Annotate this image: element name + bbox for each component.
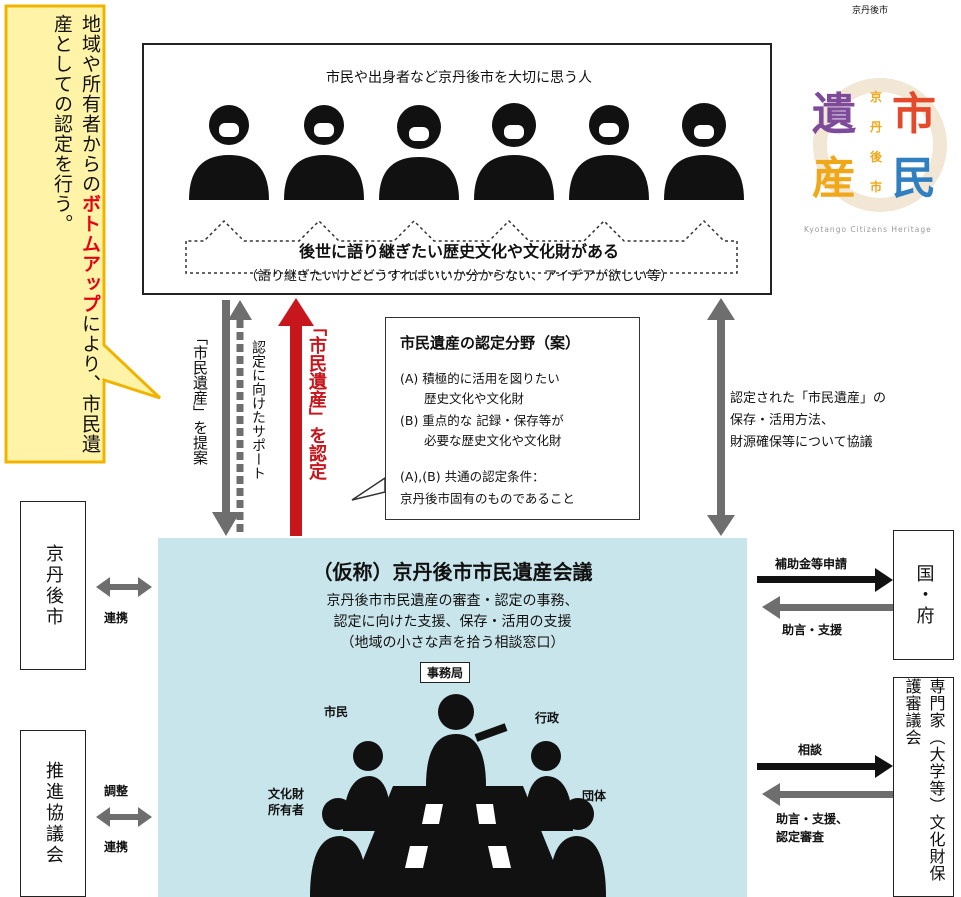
- council-desc-2: 認定に向けた支援、保存・活用の支援: [333, 614, 572, 630]
- expert-in-arrow: [762, 783, 893, 806]
- nation-prefecture-box: 国・府: [893, 530, 954, 660]
- callout-shape: [4, 4, 162, 464]
- secretariat-label: 事務局: [420, 662, 471, 683]
- heritage-council-panel: （仮称）京丹後市市民遺産会議 京丹後市市民遺産の審査・認定の事務、 認定に向けた…: [158, 538, 747, 897]
- callout-text: 地域や所有者からのボトムアップにより、市民遺産としての認定を行う。: [51, 14, 101, 454]
- gov-out-label: 補助金等申請: [775, 557, 848, 571]
- bubble-main-text: 後世に語り継ぎたい歴史文化や文化財がある: [298, 242, 619, 261]
- meeting-illustration: [310, 694, 606, 897]
- recognition-fields-box: 市民遺産の認定分野（案） (A) 積極的に活用を図りたい 歴史文化や文化財 (B…: [385, 317, 640, 520]
- field-a-line2: 歴史文化や文化財: [424, 391, 525, 406]
- consult-double-arrow: [707, 298, 735, 536]
- kyotango-city-box: 京丹後市: [20, 501, 86, 670]
- role-group: 団体: [582, 789, 607, 803]
- field-b-line2: 必要な歴史文化や文化財: [424, 433, 562, 448]
- city-link-label: 連携: [104, 611, 129, 625]
- citizens-illustration: [189, 103, 744, 200]
- support-arrow: [228, 300, 252, 536]
- role-owner: 文化財所有者: [268, 787, 305, 817]
- field-pointer: [351, 476, 386, 501]
- council-desc-3: （地域の小さな声を拾う相談窓口）: [340, 635, 565, 651]
- promo-link-label: 連携: [104, 840, 129, 854]
- field-a-line1: (A) 積極的に活用を図りたい: [400, 371, 560, 386]
- role-citizen: 市民: [324, 705, 349, 719]
- expert-out-arrow: [757, 755, 893, 778]
- citizens-heritage-logo: 遺 産 市 民 京 丹 後 市 Kyotango Citizens Herita…: [800, 60, 960, 250]
- propose-arrow: [212, 300, 240, 536]
- expert-out-label: 相談: [798, 743, 823, 757]
- gov-out-arrow: [757, 568, 893, 592]
- propose-label: 「市民遺産」を提案: [191, 330, 209, 465]
- consultation-note: 認定された「市民遺産」の 保存・活用方法、 財源確保等について協議: [730, 391, 887, 450]
- logo-city-label: 京丹後市: [852, 6, 889, 16]
- person-icon: [569, 105, 649, 200]
- promotion-council-box: 推進協議会: [20, 730, 86, 897]
- speech-bubble: [185, 219, 738, 274]
- expert-council-box: 専門家（大学等）文化財保護審議会: [893, 677, 954, 897]
- logo-ring: [813, 78, 947, 212]
- promo-adjust-label: 調整: [104, 784, 129, 798]
- bubble-sub-text: （語り継ぎたいけどどうすればいいか分からない、アイデアが欲しい等）: [244, 269, 674, 284]
- role-admin: 行政: [535, 711, 560, 725]
- support-label: 認定に向けたサポート: [250, 340, 266, 480]
- recognize-label: 「市民遺産」を認定: [306, 318, 327, 480]
- field-common-line2: 京丹後市固有のものであること: [400, 491, 575, 506]
- council-desc-1: 京丹後市市民遺産の審査・認定の事務、: [326, 593, 579, 609]
- citizens-heading: 市民や出身者など京丹後市を大切に思う人: [326, 70, 592, 86]
- recognize-arrow: [278, 298, 314, 536]
- fields-title: 市民遺産の認定分野（案）: [400, 334, 581, 352]
- expert-in-label: 助言・支援、認定審査: [776, 812, 849, 844]
- gov-in-arrow: [762, 596, 893, 619]
- gov-in-label: 助言・支援: [782, 623, 843, 637]
- field-b-line1: (B) 重点的な 記録・保存等が: [400, 413, 564, 428]
- field-common-line1: (A),(B) 共通の認定条件：: [400, 469, 545, 484]
- promo-link-arrow: [96, 807, 152, 827]
- citizens-box: 市民や出身者など京丹後市を大切に思う人: [142, 43, 772, 295]
- city-link-arrow: [96, 577, 152, 597]
- council-title: （仮称）京丹後市市民遺産会議: [312, 560, 593, 584]
